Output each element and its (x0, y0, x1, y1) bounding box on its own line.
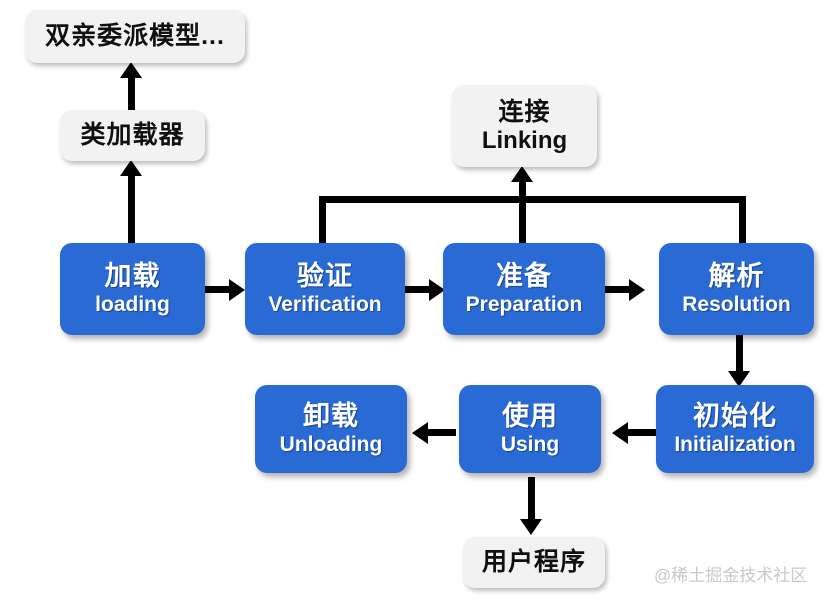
node-user-program-label-cn: 用户程序 (481, 548, 586, 577)
node-resolution-label-en: Resolution (682, 293, 791, 317)
edge-linking-bracket-horizontal (319, 196, 746, 203)
node-preparation[interactable]: 准备 Preparation (443, 243, 605, 335)
edge-linking-bracket-left-stem (319, 196, 326, 245)
edge-loading-to-classloader-stem (128, 172, 135, 245)
node-parent-delegation-label-cn: 双亲委派模型... (45, 22, 225, 51)
edge-loading-to-classloader-arrow (120, 160, 142, 176)
node-preparation-label-en: Preparation (465, 293, 583, 317)
edge-linking-bracket-right-stem (739, 196, 746, 245)
edge-using-to-userprogram-arrow (520, 519, 542, 535)
node-using-label-cn: 使用 (502, 400, 558, 431)
node-initialization-label-cn: 初始化 (693, 400, 777, 431)
node-linking-label-en: Linking (481, 126, 568, 154)
node-unloading-label-en: Unloading (279, 433, 383, 457)
node-using[interactable]: 使用 Using (459, 385, 601, 473)
edge-preparation-to-resolution-arrow (629, 279, 645, 301)
edge-bracket-to-linking-stem (519, 178, 526, 204)
node-class-loader-label-cn: 类加载器 (80, 121, 185, 150)
node-resolution-label-cn: 解析 (708, 260, 765, 291)
node-preparation-label-cn: 准备 (496, 260, 552, 291)
node-user-program[interactable]: 用户程序 (463, 537, 605, 588)
node-class-loader[interactable]: 类加载器 (60, 110, 205, 161)
node-loading-label-cn: 加载 (104, 260, 161, 291)
edge-resolution-to-initialization-stem (736, 335, 743, 375)
node-loading[interactable]: 加载 loading (60, 243, 205, 335)
edge-verification-to-preparation-arrow (429, 279, 445, 301)
edge-using-to-unloading-arrow (412, 422, 428, 444)
edge-using-to-unloading-stem (428, 429, 456, 436)
node-verification-label-en: Verification (268, 293, 382, 317)
edge-resolution-to-initialization-arrow (728, 371, 750, 387)
node-initialization-label-en: Initialization (674, 433, 796, 457)
node-loading-label-en: loading (95, 293, 170, 317)
node-verification-label-cn: 验证 (297, 260, 353, 291)
node-parent-delegation[interactable]: 双亲委派模型... (25, 10, 245, 63)
edge-bracket-to-linking-arrow (511, 166, 533, 182)
edge-loading-to-verification-arrow (229, 279, 245, 301)
node-linking-label-cn: 连接 (498, 98, 551, 127)
node-unloading[interactable]: 卸载 Unloading (255, 385, 407, 473)
edge-classloader-to-parentdelegation-arrow (120, 62, 142, 78)
edge-verification-to-preparation-stem (405, 286, 433, 293)
node-unloading-label-cn: 卸载 (303, 400, 359, 431)
node-initialization[interactable]: 初始化 Initialization (656, 385, 814, 473)
edge-loading-to-verification-stem (205, 286, 233, 293)
edge-using-to-userprogram-stem (528, 477, 535, 523)
edge-initialization-to-using-arrow (612, 422, 628, 444)
node-using-label-en: Using (500, 433, 560, 457)
edge-linking-bracket-middle-stem (519, 196, 526, 245)
node-linking[interactable]: 连接 Linking (452, 85, 597, 167)
edge-classloader-to-parentdelegation-stem (128, 74, 135, 112)
edge-initialization-to-using-stem (628, 429, 656, 436)
edge-preparation-to-resolution-stem (605, 286, 633, 293)
watermark: @稀土掘金技术社区 (654, 566, 808, 585)
node-verification[interactable]: 验证 Verification (245, 243, 405, 335)
node-resolution[interactable]: 解析 Resolution (659, 243, 814, 335)
